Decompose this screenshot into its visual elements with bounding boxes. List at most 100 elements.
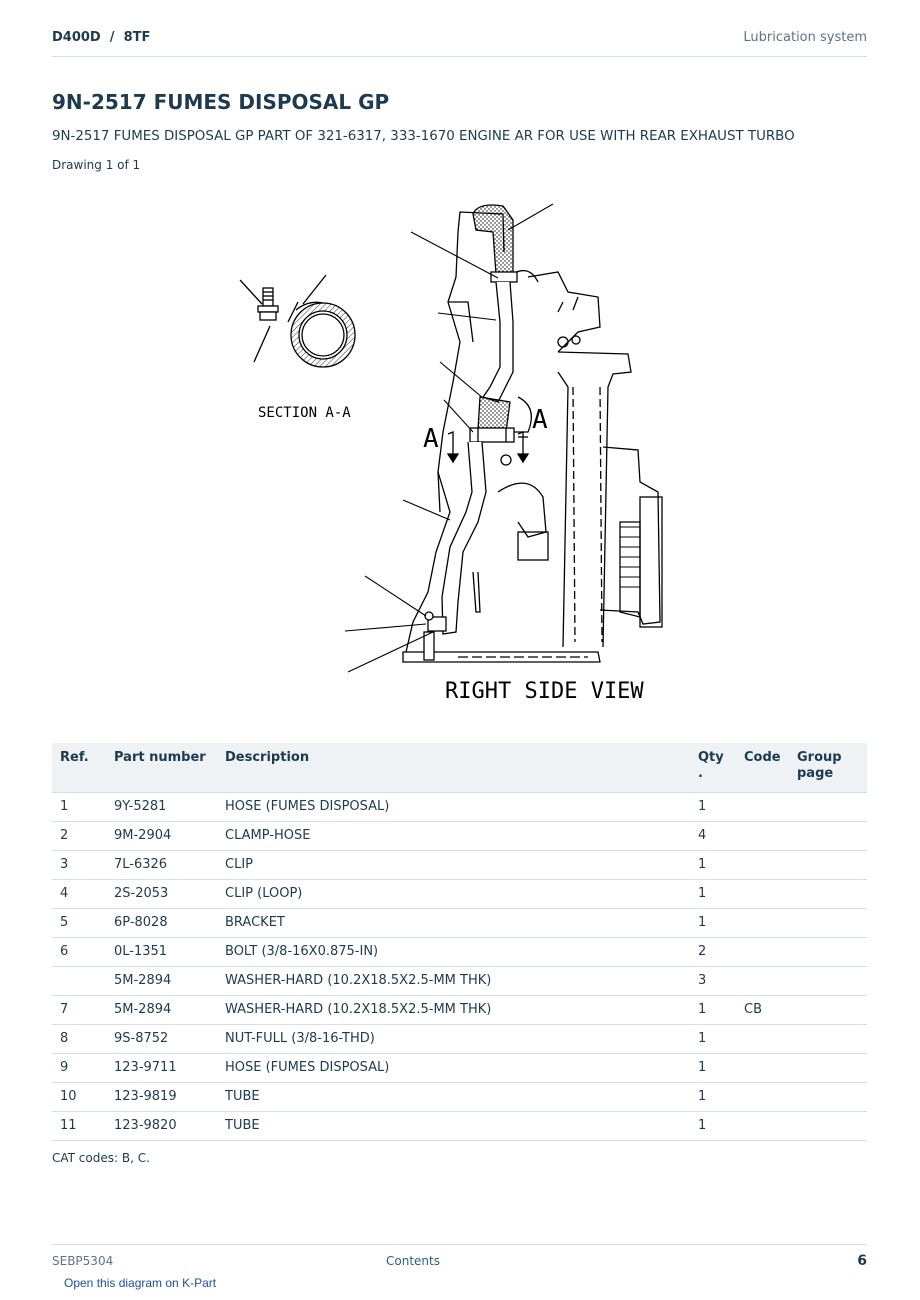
cell-qty: 1 xyxy=(690,995,736,1025)
section-label: Lubrication system xyxy=(743,30,867,45)
cell-qty: 1 xyxy=(690,792,736,822)
cell-group-page xyxy=(789,937,867,967)
cell-code xyxy=(736,908,789,938)
cat-codes-note: CAT codes: B, C. xyxy=(52,1151,150,1165)
cell-ref: 4 xyxy=(52,879,106,909)
cell-description: CLIP xyxy=(217,850,690,880)
cell-group-page xyxy=(789,850,867,880)
cell-group-page xyxy=(789,792,867,822)
cell-code xyxy=(736,937,789,967)
table-row: 8 9S-8752 NUT-FULL (3/8-16-THD) 1 xyxy=(52,1024,867,1054)
cell-ref: 10 xyxy=(52,1082,106,1112)
header-qty: Qty . xyxy=(690,743,736,793)
cell-group-page xyxy=(789,908,867,938)
header-group-page: Group page xyxy=(789,743,867,793)
page-subtitle: 9N-2517 FUMES DISPOSAL GP PART OF 321-63… xyxy=(52,129,795,144)
cell-part-number: 123-9820 xyxy=(106,1111,217,1141)
contents-link[interactable]: Contents xyxy=(386,1254,440,1268)
document-id: SEBP5304 xyxy=(52,1254,114,1268)
callout-leader-lines xyxy=(344,203,554,673)
cell-group-page xyxy=(789,1082,867,1112)
view-label: RIGHT SIDE VIEW xyxy=(445,679,644,704)
section-detail-drawing xyxy=(239,274,356,368)
cell-description: WASHER-HARD (10.2X18.5X2.5-MM THK) xyxy=(217,995,690,1025)
cell-code xyxy=(736,879,789,909)
cell-part-number: 9S-8752 xyxy=(106,1024,217,1054)
cell-description: HOSE (FUMES DISPOSAL) xyxy=(217,1053,690,1083)
cell-ref: 3 xyxy=(52,850,106,880)
cell-part-number: 7L-6326 xyxy=(106,850,217,880)
cell-part-number: 9M-2904 xyxy=(106,821,217,851)
table-row: 2 9M-2904 CLAMP-HOSE 4 xyxy=(52,821,867,851)
section-marker-left: A xyxy=(423,424,439,454)
cell-code xyxy=(736,792,789,822)
cell-part-number: 5M-2894 xyxy=(106,995,217,1025)
cell-qty: 1 xyxy=(690,1082,736,1112)
cell-code xyxy=(736,966,789,996)
hose-assembly-drawing xyxy=(423,204,530,661)
table-row: 3 7L-6326 CLIP 1 xyxy=(52,850,867,880)
cell-code xyxy=(736,1053,789,1083)
cell-part-number: 5M-2894 xyxy=(106,966,217,996)
cell-group-page xyxy=(789,995,867,1025)
cell-qty: 1 xyxy=(690,850,736,880)
table-row: 11 123-9820 TUBE 1 xyxy=(52,1111,867,1141)
cell-ref: 2 xyxy=(52,821,106,851)
cell-part-number: 123-9819 xyxy=(106,1082,217,1112)
parts-table-header: Ref. Part number Description Qty . Code … xyxy=(52,743,867,793)
header-part-number: Part number xyxy=(106,743,217,793)
cell-code: CB xyxy=(736,995,789,1025)
cell-description: HOSE (FUMES DISPOSAL) xyxy=(217,792,690,822)
cell-code xyxy=(736,1082,789,1112)
cell-code xyxy=(736,1111,789,1141)
cell-ref: 5 xyxy=(52,908,106,938)
cell-ref: 9 xyxy=(52,1053,106,1083)
cell-qty: 1 xyxy=(690,879,736,909)
cell-description: TUBE xyxy=(217,1111,690,1141)
cell-description: BOLT (3/8-16X0.875-IN) xyxy=(217,937,690,967)
cell-ref: 6 xyxy=(52,937,106,967)
cell-ref: 1 xyxy=(52,792,106,822)
parts-table-body: 1 9Y-5281 HOSE (FUMES DISPOSAL) 1 2 9M-2… xyxy=(52,792,867,1141)
cell-part-number: 2S-2053 xyxy=(106,879,217,909)
cell-group-page xyxy=(789,1024,867,1054)
table-row: 1 9Y-5281 HOSE (FUMES DISPOSAL) 1 xyxy=(52,792,867,822)
cell-part-number: 6P-8028 xyxy=(106,908,217,938)
drawing-count: Drawing 1 of 1 xyxy=(52,158,141,172)
page-header: D400D / 8TF Lubrication system xyxy=(52,28,867,57)
header-code: Code xyxy=(736,743,789,793)
cell-part-number: 0L-1351 xyxy=(106,937,217,967)
cell-description: WASHER-HARD (10.2X18.5X2.5-MM THK) xyxy=(217,966,690,996)
cell-description: BRACKET xyxy=(217,908,690,938)
table-row: 5 6P-8028 BRACKET 1 xyxy=(52,908,867,938)
parts-diagram: SECTION A-A xyxy=(239,203,663,704)
table-row: 6 0L-1351 BOLT (3/8-16X0.875-IN) 2 xyxy=(52,937,867,967)
open-kpart-link[interactable]: Open this diagram on K-Part xyxy=(64,1276,217,1290)
cell-qty: 1 xyxy=(690,908,736,938)
cell-code xyxy=(736,821,789,851)
table-row: 7 5M-2894 WASHER-HARD (10.2X18.5X2.5-MM … xyxy=(52,995,867,1025)
cell-qty: 1 xyxy=(690,1111,736,1141)
page-title: 9N-2517 FUMES DISPOSAL GP xyxy=(52,90,390,114)
header-ref: Ref. xyxy=(52,743,106,793)
section-marker-right: A xyxy=(532,405,548,435)
parts-table: Ref. Part number Description Qty . Code … xyxy=(52,743,867,1141)
cell-group-page xyxy=(789,966,867,996)
cell-group-page xyxy=(789,1111,867,1141)
table-row: 10 123-9819 TUBE 1 xyxy=(52,1082,867,1112)
cell-qty: 3 xyxy=(690,966,736,996)
cell-qty: 4 xyxy=(690,821,736,851)
cell-ref: 11 xyxy=(52,1111,106,1141)
cell-code xyxy=(736,850,789,880)
cell-code xyxy=(736,1024,789,1054)
cell-group-page xyxy=(789,821,867,851)
cell-ref xyxy=(52,966,106,996)
cell-qty: 1 xyxy=(690,1024,736,1054)
page-footer: SEBP5304 Contents 6 xyxy=(52,1244,867,1275)
cell-description: NUT-FULL (3/8-16-THD) xyxy=(217,1024,690,1054)
cell-description: CLAMP-HOSE xyxy=(217,821,690,851)
cell-qty: 2 xyxy=(690,937,736,967)
cell-ref: 7 xyxy=(52,995,106,1025)
cell-part-number: 9Y-5281 xyxy=(106,792,217,822)
table-row: 4 2S-2053 CLIP (LOOP) 1 xyxy=(52,879,867,909)
